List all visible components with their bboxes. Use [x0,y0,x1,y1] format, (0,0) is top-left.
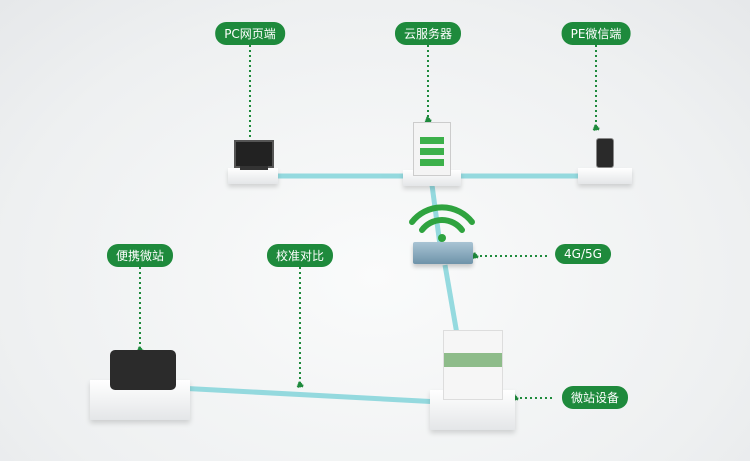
label-calibration: 校准对比 [266,244,334,267]
pc-monitor-icon [234,140,274,168]
label-cloud-server: 云服务器 [394,22,462,45]
label-micro-station-device: 微站设备 [561,386,629,409]
portable-station-case-icon [110,350,176,390]
wifi-icon [409,204,475,242]
router-device-link [442,264,461,341]
label-pc-web: PC网页端 [215,22,285,45]
cloud-router-link [429,184,443,246]
router-icon [413,242,473,264]
calibration-link [177,385,441,405]
label-portable-station: 便携微站 [106,244,174,267]
keyboard-icon [240,166,268,170]
label-pe-wechat: PE微信端 [561,22,631,45]
phone-icon [596,138,614,168]
micro-station-device-icon [443,330,503,400]
label-network: 4G/5G [555,244,611,264]
pc-pad [228,168,278,184]
phone-pad [578,168,632,184]
server-icon [413,122,451,176]
